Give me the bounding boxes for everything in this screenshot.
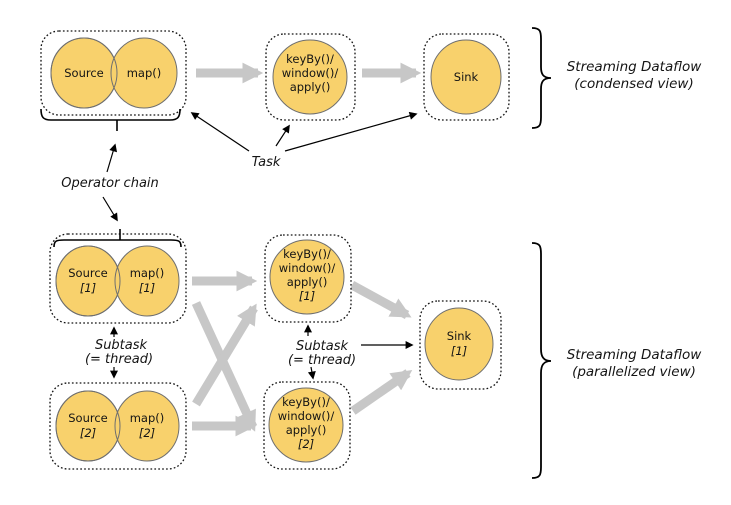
operator-source2-index: [2]: [80, 426, 96, 440]
operator-keyby1-line3: apply(): [287, 275, 328, 289]
operator-keyby-line2: window()/: [282, 66, 339, 80]
subtask-mid-label: Subtask: [296, 339, 349, 354]
operator-keyby2-line3: apply(): [286, 423, 327, 437]
subtask-mid-arrow-down: [307, 366, 316, 380]
operator-keyby2: [268, 387, 344, 463]
operator-map2-label: map(): [130, 411, 165, 425]
operator-keyby2-index: [2]: [298, 437, 314, 451]
subtask-left-thread-label: (= thread): [85, 352, 153, 367]
subtask-mid-thread-label: (= thread): [288, 353, 356, 368]
operator-sink-label: Sink: [454, 70, 479, 84]
operator-map: [110, 37, 178, 109]
operator-source1-index: [1]: [80, 281, 96, 295]
operator-keyby-line1: keyBy()/: [286, 52, 334, 66]
operator-keyby-line3: apply(): [290, 80, 331, 94]
operator-map2: [114, 390, 180, 462]
operator-sink1-index: [1]: [451, 344, 467, 358]
operator-sink1: [424, 307, 494, 381]
operator-source-outline: [50, 37, 118, 109]
flow-arrow-keyby1-to-sink1: [349, 281, 412, 319]
operator-keyby1: [269, 239, 345, 315]
task-arrow-to-chain: [190, 112, 250, 152]
operator-map1: [114, 245, 180, 317]
task-arrow-to-keyby: [275, 124, 290, 147]
parallel-caption-line2: (parallelized view): [572, 364, 696, 380]
operator-map2-index: [2]: [139, 426, 155, 440]
condensed-caption-line1: Streaming Dataflow: [567, 59, 703, 75]
task-label: Task: [252, 155, 281, 170]
operator-map-label: map(): [127, 66, 162, 80]
operator-map1-label: map(): [130, 266, 165, 280]
condensed-caption-line2: (condensed view): [574, 76, 694, 92]
operator-source1-outline: [55, 245, 121, 317]
flow-arrow-src2-to-keyby1: [192, 303, 258, 407]
operator-chain-underbrace: [40, 108, 181, 131]
parallel-brace: [531, 242, 552, 479]
condensed-brace: [531, 27, 552, 129]
subtask-left-label: Subtask: [95, 338, 148, 353]
operator-keyby2-line1: keyBy()/: [282, 395, 330, 409]
operator-keyby1-index: [1]: [299, 289, 315, 303]
operator-chain-arrow-up: [106, 143, 118, 173]
flow-arrow-keyby2-to-sink1: [350, 369, 413, 415]
operator-sink1-label: Sink: [447, 329, 472, 343]
operator-chain-arrow-down: [102, 196, 118, 222]
task-arrow-to-sink: [284, 111, 418, 152]
operator-source-label: Source: [64, 66, 104, 80]
operator-source2-outline: [55, 390, 121, 462]
parallel-caption-line1: Streaming Dataflow: [567, 347, 703, 363]
operator-sink: [430, 39, 502, 115]
operator-keyby1-line2: window()/: [279, 261, 336, 275]
operator-source2-label: Source: [68, 411, 108, 425]
operator-chain-label: Operator chain: [61, 176, 159, 191]
operator-map1-index: [1]: [139, 281, 155, 295]
operator-chain-overbrace: [53, 229, 182, 248]
operator-source1-label: Source: [68, 266, 108, 280]
operator-keyby1-line1: keyBy()/: [283, 247, 331, 261]
operator-keyby: [272, 39, 348, 115]
operator-keyby2-line2: window()/: [278, 409, 335, 423]
